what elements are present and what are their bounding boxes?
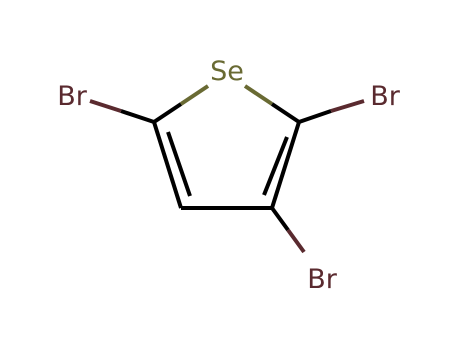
bond-c2-br-br-half — [330, 99, 365, 113]
bond-c5-se1-c-half — [152, 102, 183, 124]
bond-c2-br-c-half — [298, 109, 332, 124]
bond-c4-c5-inner — [166, 131, 192, 197]
bond-c5-br-br-half — [89, 99, 122, 113]
bond-c4-c5-outer — [152, 121, 183, 209]
atom-label-se: Se — [210, 56, 244, 87]
bond-c5-br-c-half — [120, 109, 155, 124]
bond-c2-c3-outer — [270, 121, 301, 209]
bond-c3-br-c-half — [270, 206, 290, 232]
atom-label-br-c5: Br — [57, 81, 88, 112]
atom-label-br-c2: Br — [370, 81, 401, 112]
bond-se1-c2-c-half — [270, 102, 301, 124]
bond-c3-br-br-half — [286, 228, 306, 254]
bond-se1-c2-se-half — [243, 84, 274, 106]
bond-c2-c3-inner — [262, 136, 289, 196]
bond-c5-se1-se-half — [179, 84, 210, 106]
atom-label-br-c3: Br — [307, 264, 338, 295]
